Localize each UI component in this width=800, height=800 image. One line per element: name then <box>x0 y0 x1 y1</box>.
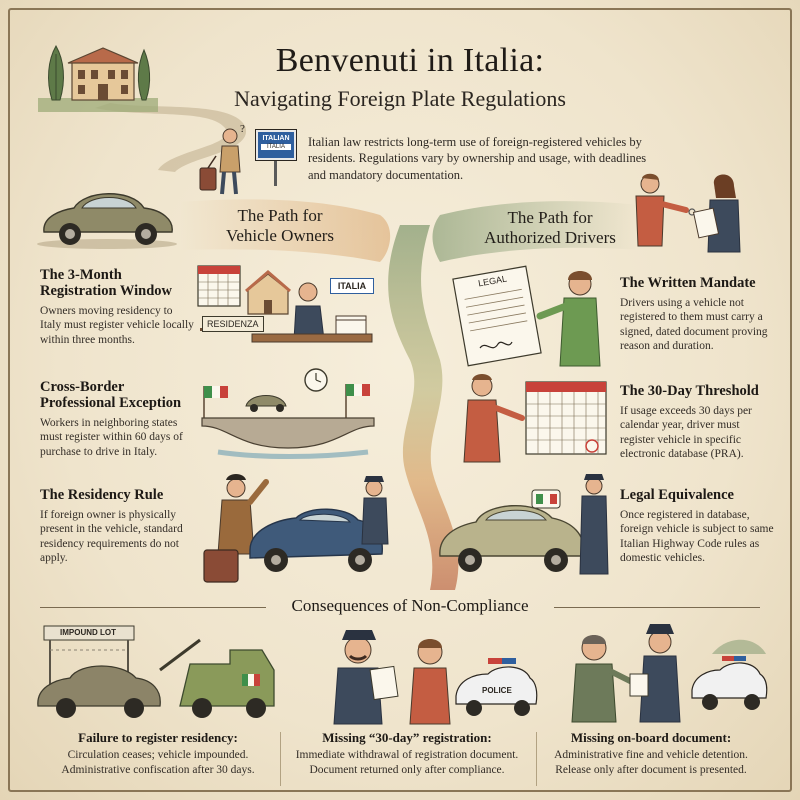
page-title: Benvenuti in Italia: <box>275 42 545 79</box>
legal-equivalence-illustration <box>439 474 609 575</box>
road-sign-board: ITALIAN ITALIA <box>255 129 297 161</box>
impound-lot-sign: IMPOUND LOT <box>60 628 116 637</box>
consequence-head: Failure to register residency: <box>78 730 238 745</box>
consequence-30-day: Missing “30-day” registration: Immediate… <box>282 730 532 778</box>
drivers-item-30-day-threshold: The 30-Day Threshold If usage exceeds 30… <box>620 383 776 461</box>
vehicle-owners-path-title: The Path for Vehicle Owners <box>180 206 380 245</box>
owners-item-title-line2: Registration Window <box>40 282 172 299</box>
consequence-body: Immediate withdrawal of registration doc… <box>282 748 532 778</box>
consequence-line1: Administrative fine and vehicle detentio… <box>554 749 748 761</box>
vehicle-owners-path-title-line1: The Path for <box>237 206 323 225</box>
vehicle-owners-path-title-line2: Vehicle Owners <box>225 225 335 245</box>
owners-item-title: The 3-Month Registration Window <box>40 267 196 300</box>
drivers-item-body: If usage exceeds 30 days per calendar ye… <box>620 404 752 461</box>
consequence-divider-2 <box>536 732 537 786</box>
italia-plate: ITALIA <box>330 278 374 294</box>
calendar-threshold-illustration <box>463 374 607 463</box>
owners-item-title-line2: Professional Exception <box>40 394 182 411</box>
page-subtitle: Navigating Foreign Plate Regulations <box>234 86 566 111</box>
police-car-label: POLICE <box>482 686 512 695</box>
consequence-line2: Release only after document is presented… <box>555 763 747 776</box>
authorized-drivers-path-title: The Path for Authorized Drivers <box>450 208 650 247</box>
key-handover-illustration <box>635 173 741 253</box>
owners-item-body: Workers in neighboring states must regis… <box>40 416 183 458</box>
written-mandate-illustration <box>452 265 601 367</box>
consequence-head: Missing on-board document: <box>570 730 732 745</box>
consequence-residency: Failure to register residency: Circulati… <box>40 730 276 778</box>
page-border <box>8 8 792 792</box>
owners-item-residency-rule: The Residency Rule If foreign owner is p… <box>40 487 200 565</box>
drivers-item-body: Drivers using a vehicle not registered t… <box>620 296 768 353</box>
drivers-item-legal-equivalence: Legal Equivalence Once registered in dat… <box>620 487 776 565</box>
road-sign-post <box>274 160 277 186</box>
italian-road-sign: ITALIAN ITALIA <box>255 129 297 188</box>
consequence-line1: Immediate withdrawal of registration doc… <box>295 749 519 761</box>
vintage-car-illustration <box>37 193 177 249</box>
consequences-title: Consequences of Non-Compliance <box>291 596 529 615</box>
consequence-line1: Circulation ceases; vehicle impounded. <box>67 749 249 761</box>
police-ticket-illustration <box>333 630 538 725</box>
owners-item-registration-window: The 3-Month Registration Window Owners m… <box>40 267 196 347</box>
consequence-body: Administrative fine and vehicle detentio… <box>538 748 764 778</box>
owners-item-body: Owners moving residency to Italy must re… <box>40 304 194 346</box>
intro-text: Italian law restricts long-term use of f… <box>308 135 647 182</box>
consequences-rule-left <box>40 607 266 608</box>
consequence-line2: Document returned only after compliance. <box>309 763 505 776</box>
residenza-sign: RESIDENZA <box>202 316 264 332</box>
drivers-item-title: The Written Mandate <box>620 275 756 291</box>
residency-rule-illustration <box>203 474 389 583</box>
impound-tow-illustration <box>37 625 275 718</box>
drivers-item-body: Once registered in database, foreign veh… <box>620 508 774 565</box>
svg-text:?: ? <box>240 123 245 135</box>
villa-illustration <box>38 44 158 112</box>
owners-item-title-line1: Cross-Border <box>40 379 125 395</box>
drivers-item-title: Legal Equivalence <box>620 487 734 503</box>
traveler-illustration: ? <box>199 123 245 195</box>
consequence-divider-1 <box>280 732 281 786</box>
registration-office-illustration <box>197 265 373 343</box>
consequence-line2: Administrative confiscation after 30 day… <box>61 763 255 776</box>
owners-item-cross-border: Cross-Border Professional Exception Work… <box>40 379 200 459</box>
road-sign-main-text: ITALIAN <box>262 135 290 142</box>
roadside-fine-illustration <box>571 624 768 723</box>
consequence-body: Circulation ceases; vehicle impounded. A… <box>40 748 276 778</box>
authorized-drivers-path-title-line1: The Path for <box>507 208 593 227</box>
owners-item-title: The Residency Rule <box>40 487 164 503</box>
border-bridge-illustration <box>201 368 375 459</box>
authorized-drivers-path-title-line2: Authorized Drivers <box>484 227 616 247</box>
owners-item-body: If foreign owner is physically present i… <box>40 508 183 565</box>
consequences-rule-right <box>554 607 760 608</box>
drivers-item-written-mandate: The Written Mandate Drivers using a vehi… <box>620 275 776 353</box>
owners-item-title: Cross-Border Professional Exception <box>40 379 200 412</box>
consequence-on-board-document: Missing on-board document: Administrativ… <box>538 730 764 778</box>
consequence-head: Missing “30-day” registration: <box>322 730 492 745</box>
road-sign-plate-text: ITALIA <box>261 144 291 150</box>
owners-item-title-line1: The 3-Month <box>40 267 122 283</box>
drivers-item-title: The 30-Day Threshold <box>620 383 759 399</box>
